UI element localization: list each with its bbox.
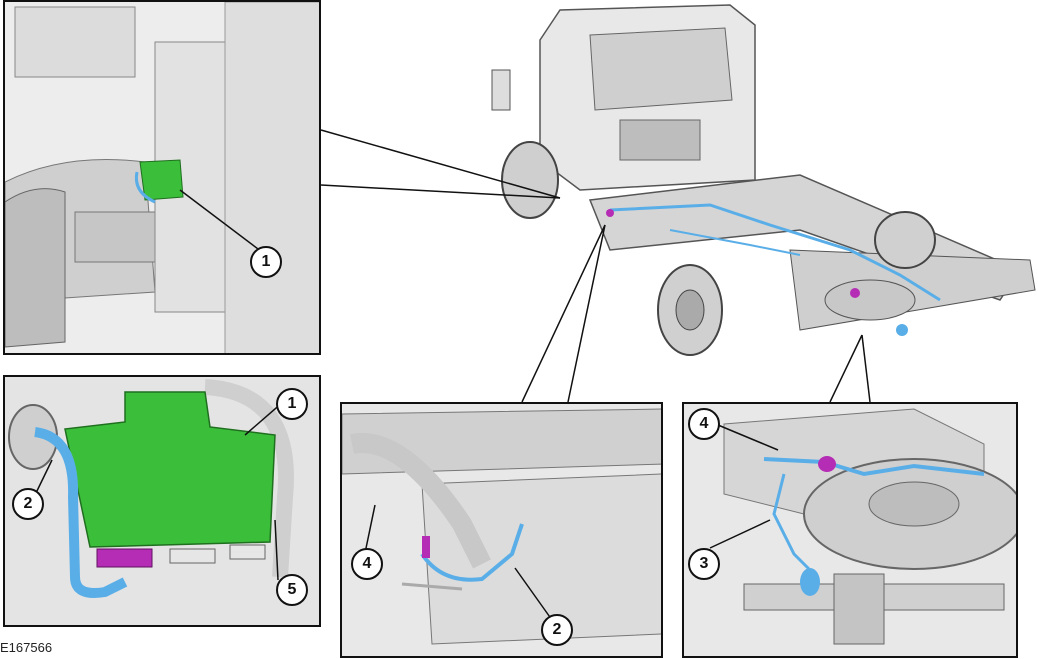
figure-id: E167566 <box>0 640 53 655</box>
callout-4-frame-rail: 4 <box>351 548 383 580</box>
callout-4-spare-wheel: 4 <box>688 408 720 440</box>
detail-panel-cab-interior <box>3 0 321 355</box>
detail-panel-spare-wheel <box>682 402 1018 658</box>
truck-chassis-overview <box>470 0 1038 380</box>
callout-1-module: 1 <box>276 388 308 420</box>
detail-panel-frame-rail <box>340 402 663 658</box>
callout-2-frame-rail: 2 <box>541 614 573 646</box>
callout-1-cab: 1 <box>250 246 282 278</box>
callout-2-module: 2 <box>12 488 44 520</box>
callout-3-spare-wheel: 3 <box>688 548 720 580</box>
detail-panel-module <box>3 375 321 627</box>
callout-5-module: 5 <box>276 574 308 606</box>
